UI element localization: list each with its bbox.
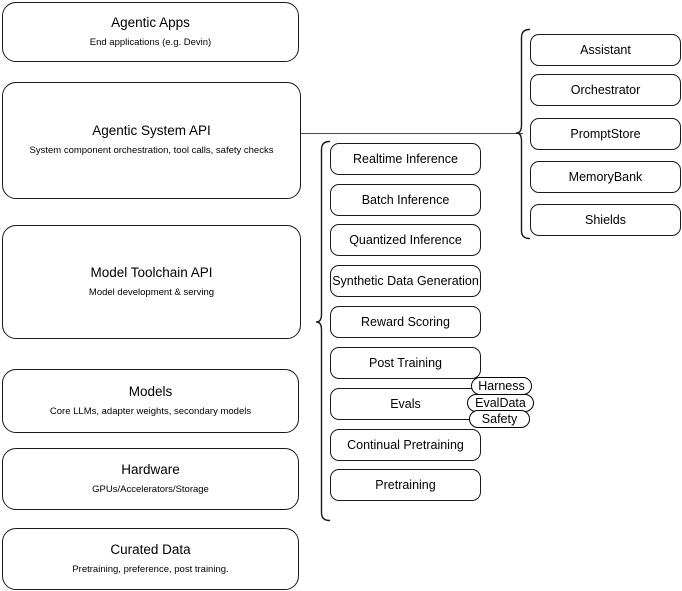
capability-realtime-inference[interactable]: Realtime Inference [330,143,481,175]
layer-subtitle: GPUs/Accelerators/Storage [92,483,209,495]
layer-subtitle: Model development & serving [88,286,215,298]
component-orchestrator[interactable]: Orchestrator [530,74,681,106]
component-label: Shields [585,213,626,227]
component-label: Assistant [580,43,631,57]
layer-agentic-apps[interactable]: Agentic Apps End applications (e.g. Devi… [2,2,299,62]
component-promptstore[interactable]: PromptStore [530,118,681,150]
layer-subtitle: Core LLMs, adapter weights, secondary mo… [49,405,252,417]
toolchain-capabilities-brace [315,140,331,522]
component-label: Orchestrator [570,83,641,97]
capability-label: Realtime Inference [353,152,458,166]
system-api-to-components-connector [301,133,523,135]
capability-evals[interactable]: Evals [330,388,481,420]
evals-badge-harness[interactable]: Harness [471,377,532,395]
layer-model-toolchain-api[interactable]: Model Toolchain API Model development & … [2,225,301,339]
evals-badge-safety[interactable]: Safety [469,410,530,428]
capability-label: Pretraining [375,478,436,492]
capability-label: Continual Pretraining [347,438,464,452]
capability-label: Reward Scoring [361,315,450,329]
capability-label: Batch Inference [361,193,450,207]
capability-pretraining[interactable]: Pretraining [330,469,481,501]
component-memorybank[interactable]: MemoryBank [530,161,681,193]
layer-title: Curated Data [110,541,191,557]
component-label: MemoryBank [568,170,643,184]
system-components-brace [515,28,531,240]
layer-subtitle: System component orchestration, tool cal… [29,145,274,157]
capability-label: Post Training [369,356,442,370]
capability-batch-inference[interactable]: Batch Inference [330,184,481,216]
layer-models[interactable]: Models Core LLMs, adapter weights, secon… [2,369,299,433]
capability-reward-scoring[interactable]: Reward Scoring [330,306,481,338]
component-label: PromptStore [570,127,641,141]
component-shields[interactable]: Shields [530,204,681,236]
badge-label: Harness [478,379,525,393]
layer-title: Agentic Apps [111,14,190,30]
layer-title: Agentic System API [92,123,211,139]
layer-title: Hardware [121,461,180,477]
layer-hardware[interactable]: Hardware GPUs/Accelerators/Storage [2,448,299,510]
capability-label: Evals [390,397,421,411]
capability-post-training[interactable]: Post Training [330,347,481,379]
capability-continual-pretraining[interactable]: Continual Pretraining [330,429,481,461]
capability-label: Quantized Inference [349,233,462,247]
capability-label: Synthetic Data Generation [332,274,479,288]
layer-agentic-system-api[interactable]: Agentic System API System component orch… [2,82,301,199]
layer-title: Model Toolchain API [90,264,213,280]
capability-quantized-inference[interactable]: Quantized Inference [330,224,481,256]
layer-subtitle: End applications (e.g. Devin) [89,36,212,48]
badge-label: Safety [481,412,518,426]
layer-curated-data[interactable]: Curated Data Pretraining, preference, po… [2,528,299,590]
badge-label: EvalData [475,396,526,410]
capability-synthetic-data-generation[interactable]: Synthetic Data Generation [330,265,481,297]
component-assistant[interactable]: Assistant [530,34,681,66]
layer-title: Models [128,383,173,399]
layer-subtitle: Pretraining, preference, post training. [72,563,229,575]
